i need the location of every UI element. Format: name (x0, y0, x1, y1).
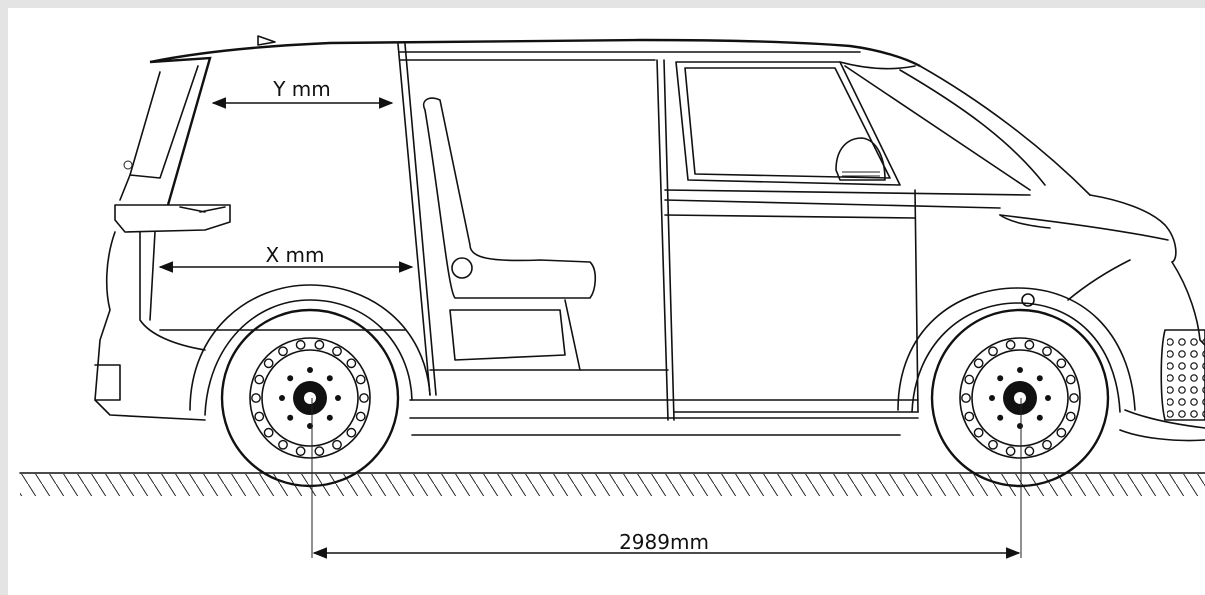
hub-bolt (997, 375, 1004, 382)
wheel-bolt (1065, 411, 1076, 422)
wheel-bolt (1005, 339, 1016, 350)
wheel-bolt (964, 374, 975, 385)
wheel-bolt (254, 374, 265, 385)
hub-bolt (989, 395, 995, 401)
hub-bolt (287, 414, 294, 421)
wheel-bolt (346, 358, 357, 369)
wheel-bolt (1024, 446, 1035, 457)
wheel-bolt (988, 439, 998, 450)
hub-bolt (326, 375, 333, 382)
hub-bolt (1045, 395, 1051, 401)
wheel-bolt (346, 427, 357, 438)
van-body (94, 35, 1205, 442)
wheel-bolt (1065, 374, 1076, 385)
wheel-bolt (1042, 346, 1052, 357)
wheel-bolt (973, 358, 984, 369)
wheel-bolt (973, 427, 984, 438)
wheel-bolt (251, 393, 261, 403)
front-wheel (897, 287, 1136, 488)
wheel-bolt (263, 427, 274, 438)
wheel-bolt (355, 374, 366, 385)
hub-bolt (1036, 375, 1043, 382)
wheel-bolt (988, 346, 998, 357)
wheel-bolt (314, 446, 325, 457)
wheel-bolt (1042, 439, 1052, 450)
wheel-bolt (278, 439, 288, 450)
hub-bolt (279, 395, 285, 401)
wheel-bolt (1005, 446, 1016, 457)
wheel-bolt (254, 411, 265, 422)
wheel-bolt (278, 346, 288, 357)
hub-bolt (287, 375, 294, 382)
drawing-frame: Y mm X mm 2989mm (8, 8, 1205, 595)
wheelbase-dimension (311, 398, 1022, 559)
wheel-bolt (332, 439, 342, 450)
wheel-bolt (964, 411, 975, 422)
hub-bolt (326, 414, 333, 421)
hub-bolt (1017, 423, 1023, 429)
wheel-bolt (314, 339, 325, 350)
wheelbase-label: 2989mm (619, 530, 709, 554)
wheel-bolt (1069, 393, 1079, 403)
x-dimension-label: X mm (265, 243, 324, 267)
hub-bolt (1036, 414, 1043, 421)
wheel-bolt (961, 393, 971, 403)
wheel-bolt (295, 339, 306, 350)
hub-bolt (997, 414, 1004, 421)
wheel-bolt (263, 358, 274, 369)
rear-wheel (189, 284, 431, 488)
wheel-bolt (1024, 339, 1035, 350)
wheel-bolt (359, 393, 369, 403)
hub-bolt (1017, 367, 1023, 373)
hub-bolt (335, 395, 341, 401)
ground (19, 472, 1205, 496)
wheel-bolt (332, 346, 342, 357)
van-side-view-drawing: Y mm X mm 2989mm (19, 35, 1205, 559)
wheel-bolt (1056, 358, 1067, 369)
hub-bolt (307, 367, 313, 373)
wheel-bolt (355, 411, 366, 422)
wheel-bolt (1056, 427, 1067, 438)
wheel-bolt (295, 446, 306, 457)
y-dimension-label: Y mm (272, 77, 331, 101)
